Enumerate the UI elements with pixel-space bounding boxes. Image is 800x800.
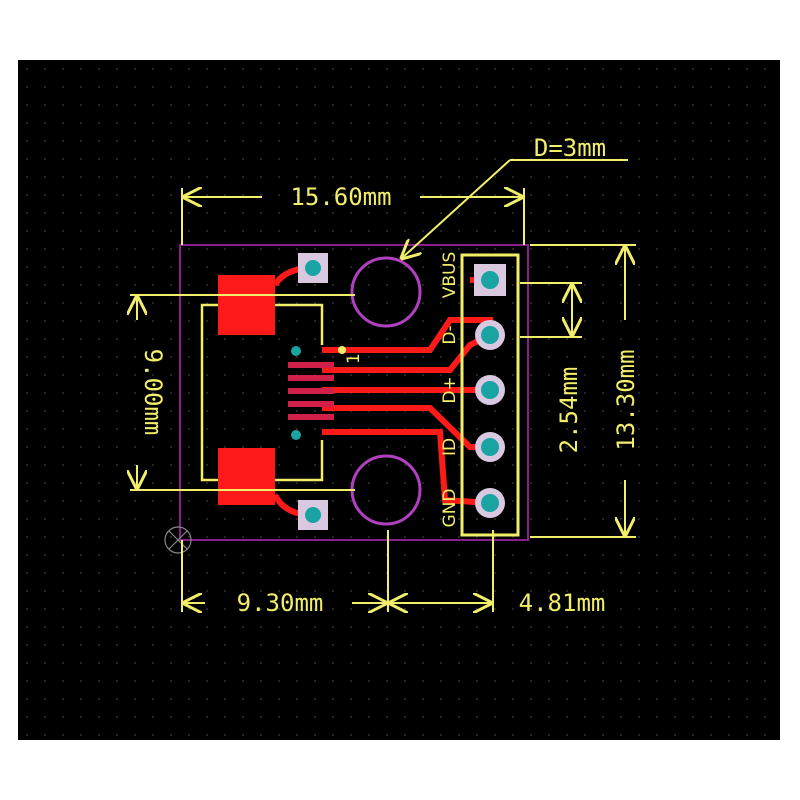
pcb-canvas <box>18 60 780 740</box>
pad-hole <box>481 271 499 289</box>
dimension-lines <box>130 159 636 612</box>
pin-label-id: ID <box>440 438 460 456</box>
connector-silkscreen <box>200 303 324 482</box>
fiducial-icon <box>164 526 192 554</box>
pin1-dot <box>338 346 346 354</box>
mounting-hole <box>350 454 422 526</box>
dim-header-offset: 4.81mm <box>519 589 606 617</box>
pad-hole <box>305 260 321 276</box>
signal-pads <box>288 362 334 420</box>
pin-label-vbus: VBUS <box>440 252 460 299</box>
dim-hole-diameter: D=3mm <box>534 134 606 162</box>
pin1-marker: 1 <box>344 353 364 364</box>
board-outline <box>179 244 529 541</box>
pad-hole <box>305 507 321 523</box>
header-pins <box>475 320 505 518</box>
mounting-hole <box>350 256 422 328</box>
shield-pad <box>218 275 275 335</box>
pin-label-d-plus: D+ <box>440 376 460 403</box>
pin-label-d-minus: D- <box>440 325 460 344</box>
via <box>291 430 301 440</box>
dim-width: 15.60mm <box>290 183 391 211</box>
via <box>291 346 301 356</box>
shield-pad <box>218 448 275 505</box>
dim-connector-height: 9.00mm <box>139 349 167 436</box>
header-silkscreen <box>460 253 520 537</box>
pin-label-gnd: GND <box>440 489 460 528</box>
dim-board-height: 13.30mm <box>612 349 640 450</box>
dim-pin-pitch: 2.54mm <box>555 367 583 454</box>
dim-connector-offset: 9.30mm <box>237 589 324 617</box>
